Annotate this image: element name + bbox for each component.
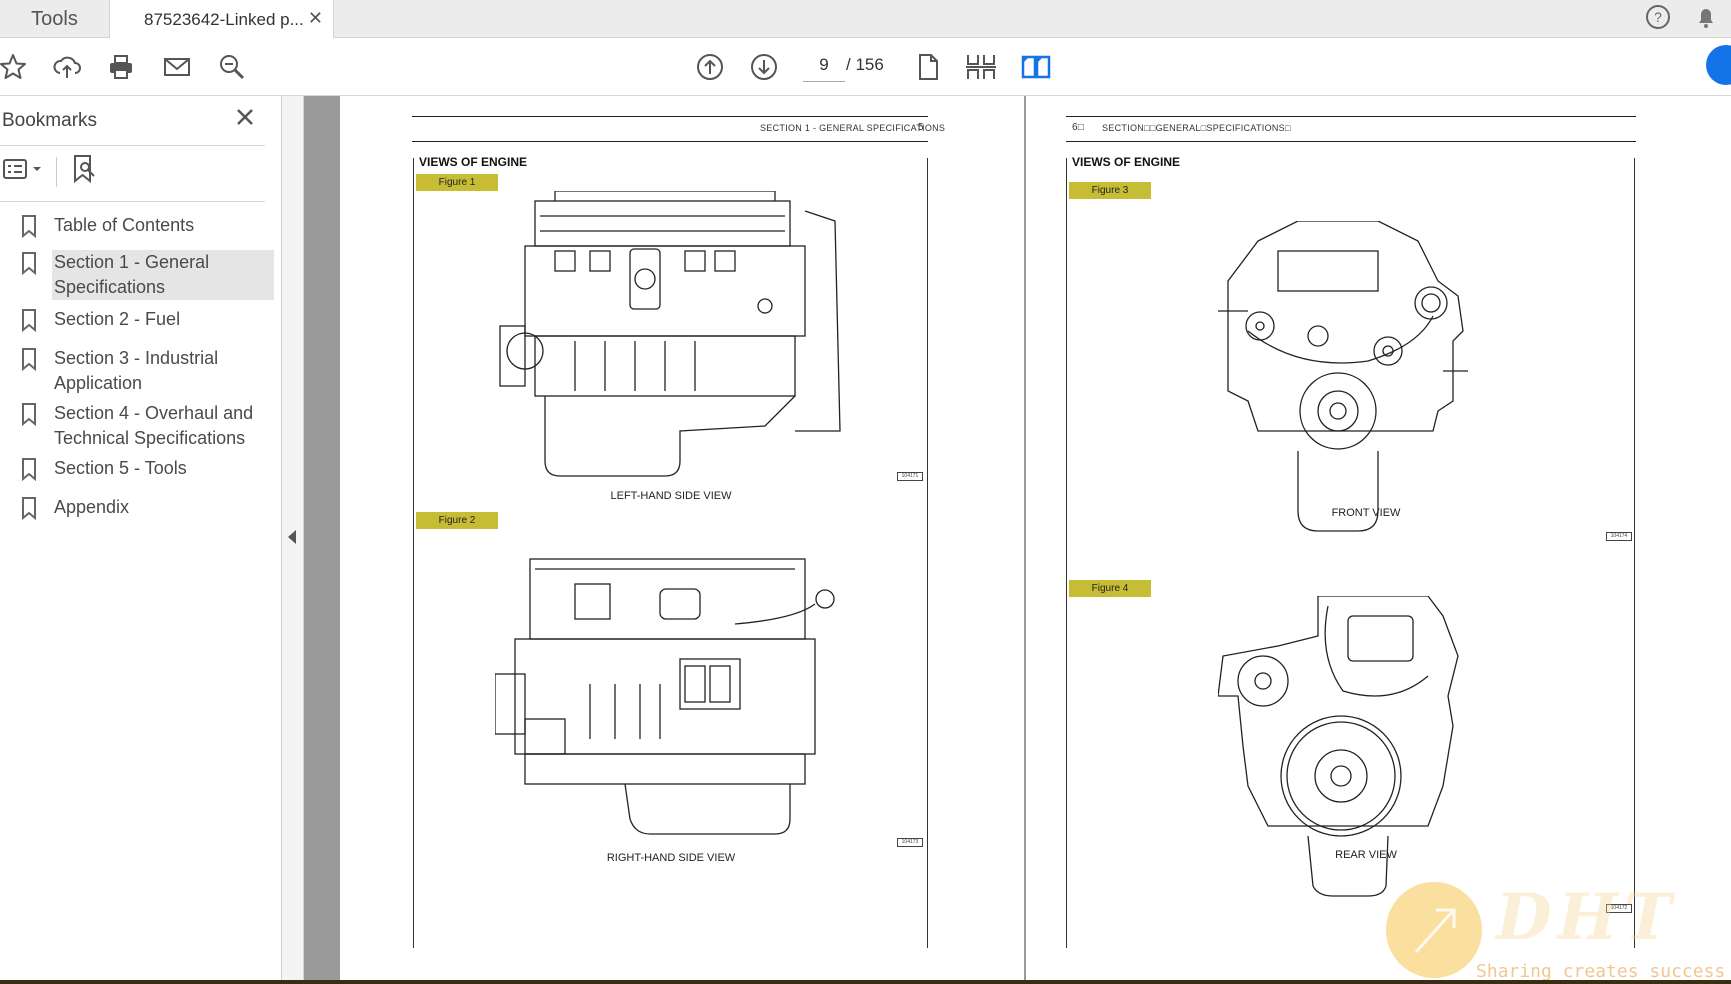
tabbar-right-icons: ? <box>1645 0 1731 38</box>
engine-front-view-diagram <box>1218 221 1478 541</box>
bookmark-options-icon[interactable] <box>2 155 44 188</box>
page-number: 6□ <box>1072 122 1084 133</box>
bookmarks-title: Bookmarks <box>2 110 97 132</box>
frame-line <box>927 158 928 948</box>
engine-rear-view-diagram <box>1218 596 1478 916</box>
engine-left-side-diagram <box>495 191 845 481</box>
bookmark-icon <box>20 496 38 520</box>
two-page-icon[interactable] <box>1019 50 1053 84</box>
bookmark-section-3[interactable]: Section 3 - Industrial Application <box>20 346 274 396</box>
bookmark-icon <box>20 308 38 332</box>
bookmark-icon <box>20 214 38 238</box>
mail-icon[interactable] <box>160 50 194 84</box>
bookmark-label: Section 4 - Overhaul and Technical Speci… <box>52 401 274 451</box>
page-number: 5 <box>918 122 924 133</box>
engine-right-side-diagram <box>495 554 845 854</box>
watermark-brand: DHT <box>1496 880 1678 955</box>
print-icon[interactable] <box>104 50 138 84</box>
tab-close-icon[interactable]: ✕ <box>308 8 323 29</box>
main-toolbar: 9 / 156 <box>0 38 1731 96</box>
tab-document-label: 87523642-Linked p... <box>144 10 304 30</box>
figure-tag: Figure 4 <box>1069 580 1151 597</box>
figure-caption: LEFT-HAND SIDE VIEW <box>571 490 771 502</box>
zoom-out-icon[interactable] <box>215 50 249 84</box>
tab-document[interactable]: 87523642-Linked p... ✕ <box>110 0 334 39</box>
header-rule <box>1066 116 1636 117</box>
figure-caption: REAR VIEW <box>1266 849 1466 861</box>
bookmark-section-2[interactable]: Section 2 - Fuel <box>20 307 274 332</box>
divider <box>0 145 265 146</box>
bookmark-label: Appendix <box>52 495 131 520</box>
figure-code: 104173 <box>897 838 923 847</box>
add-bookmark-icon[interactable] <box>69 154 99 189</box>
bookmark-section-4[interactable]: Section 4 - Overhaul and Technical Speci… <box>20 401 274 451</box>
bookmarks-panel: Bookmarks Table of Contents Section 1 - … <box>0 96 282 984</box>
bookmark-table-of-contents[interactable]: Table of Contents <box>20 213 274 238</box>
section-heading: VIEWS OF ENGINE <box>1072 155 1180 169</box>
figure-tag: Figure 1 <box>416 174 498 191</box>
watermark-logo <box>1386 882 1482 978</box>
section-heading: VIEWS OF ENGINE <box>419 155 527 169</box>
bookmarks-toolbar <box>2 154 99 189</box>
bottom-strip <box>0 980 1731 984</box>
bookmark-label: Table of Contents <box>52 213 196 238</box>
header-rule <box>412 141 928 142</box>
watermark-slogan: Sharing creates success <box>1476 961 1725 982</box>
document-viewer[interactable]: SECTION 1 - GENERAL SPECIFICATIONS 5 VIE… <box>304 96 1731 984</box>
frame-line <box>413 158 414 948</box>
close-panel-icon[interactable] <box>234 106 256 133</box>
frame-line <box>1066 158 1067 948</box>
bookmark-icon <box>20 251 38 275</box>
figure-caption: FRONT VIEW <box>1266 507 1466 519</box>
help-icon[interactable]: ? <box>1645 4 1671 35</box>
collapse-arrow-icon[interactable] <box>288 530 296 544</box>
single-page-icon[interactable] <box>911 50 945 84</box>
header-rule <box>412 116 928 117</box>
pdf-page-right: 6□ SECTION□□GENERAL□SPECIFICATIONS□ VIEW… <box>1026 96 1731 984</box>
bookmark-appendix[interactable]: Appendix <box>20 495 274 520</box>
page-down-icon[interactable] <box>747 50 781 84</box>
toolbar-separator <box>56 157 57 187</box>
page-up-icon[interactable] <box>693 50 727 84</box>
star-icon[interactable] <box>0 50 30 84</box>
figure-tag: Figure 3 <box>1069 182 1151 199</box>
pdf-page-left: SECTION 1 - GENERAL SPECIFICATIONS 5 VIE… <box>340 96 1024 984</box>
figure-code: 104171 <box>897 472 923 481</box>
panel-collapse-strip[interactable] <box>282 96 304 984</box>
divider <box>0 201 265 202</box>
bookmark-section-1[interactable]: Section 1 - General Specifications <box>20 250 274 300</box>
bookmark-label: Section 5 - Tools <box>52 456 189 481</box>
bookmark-icon <box>20 457 38 481</box>
bookmark-icon <box>20 402 38 426</box>
cloud-upload-icon[interactable] <box>50 50 84 84</box>
page-total: / 156 <box>846 48 884 82</box>
figure-code: 104174 <box>1606 532 1632 541</box>
page-header-text: SECTION□□GENERAL□SPECIFICATIONS□ <box>1102 123 1291 133</box>
header-rule <box>1066 141 1636 142</box>
bookmark-label: Section 1 - General Specifications <box>52 250 274 300</box>
bookmark-section-5[interactable]: Section 5 - Tools <box>20 456 274 481</box>
tab-tools[interactable]: Tools <box>0 0 110 38</box>
bookmark-label: Section 2 - Fuel <box>52 307 182 332</box>
svg-text:?: ? <box>1654 9 1662 25</box>
bookmark-icon <box>20 347 38 371</box>
tab-bar: Tools 87523642-Linked p... ✕ ? <box>0 0 1731 38</box>
page-number-input[interactable]: 9 <box>803 48 845 82</box>
figure-caption: RIGHT-HAND SIDE VIEW <box>571 852 771 864</box>
figure-tag: Figure 2 <box>416 512 498 529</box>
notifications-bell-icon[interactable] <box>1693 4 1719 35</box>
bookmark-label: Section 3 - Industrial Application <box>52 346 274 396</box>
frame-line <box>1634 158 1635 948</box>
thumbnails-icon[interactable] <box>964 50 998 84</box>
